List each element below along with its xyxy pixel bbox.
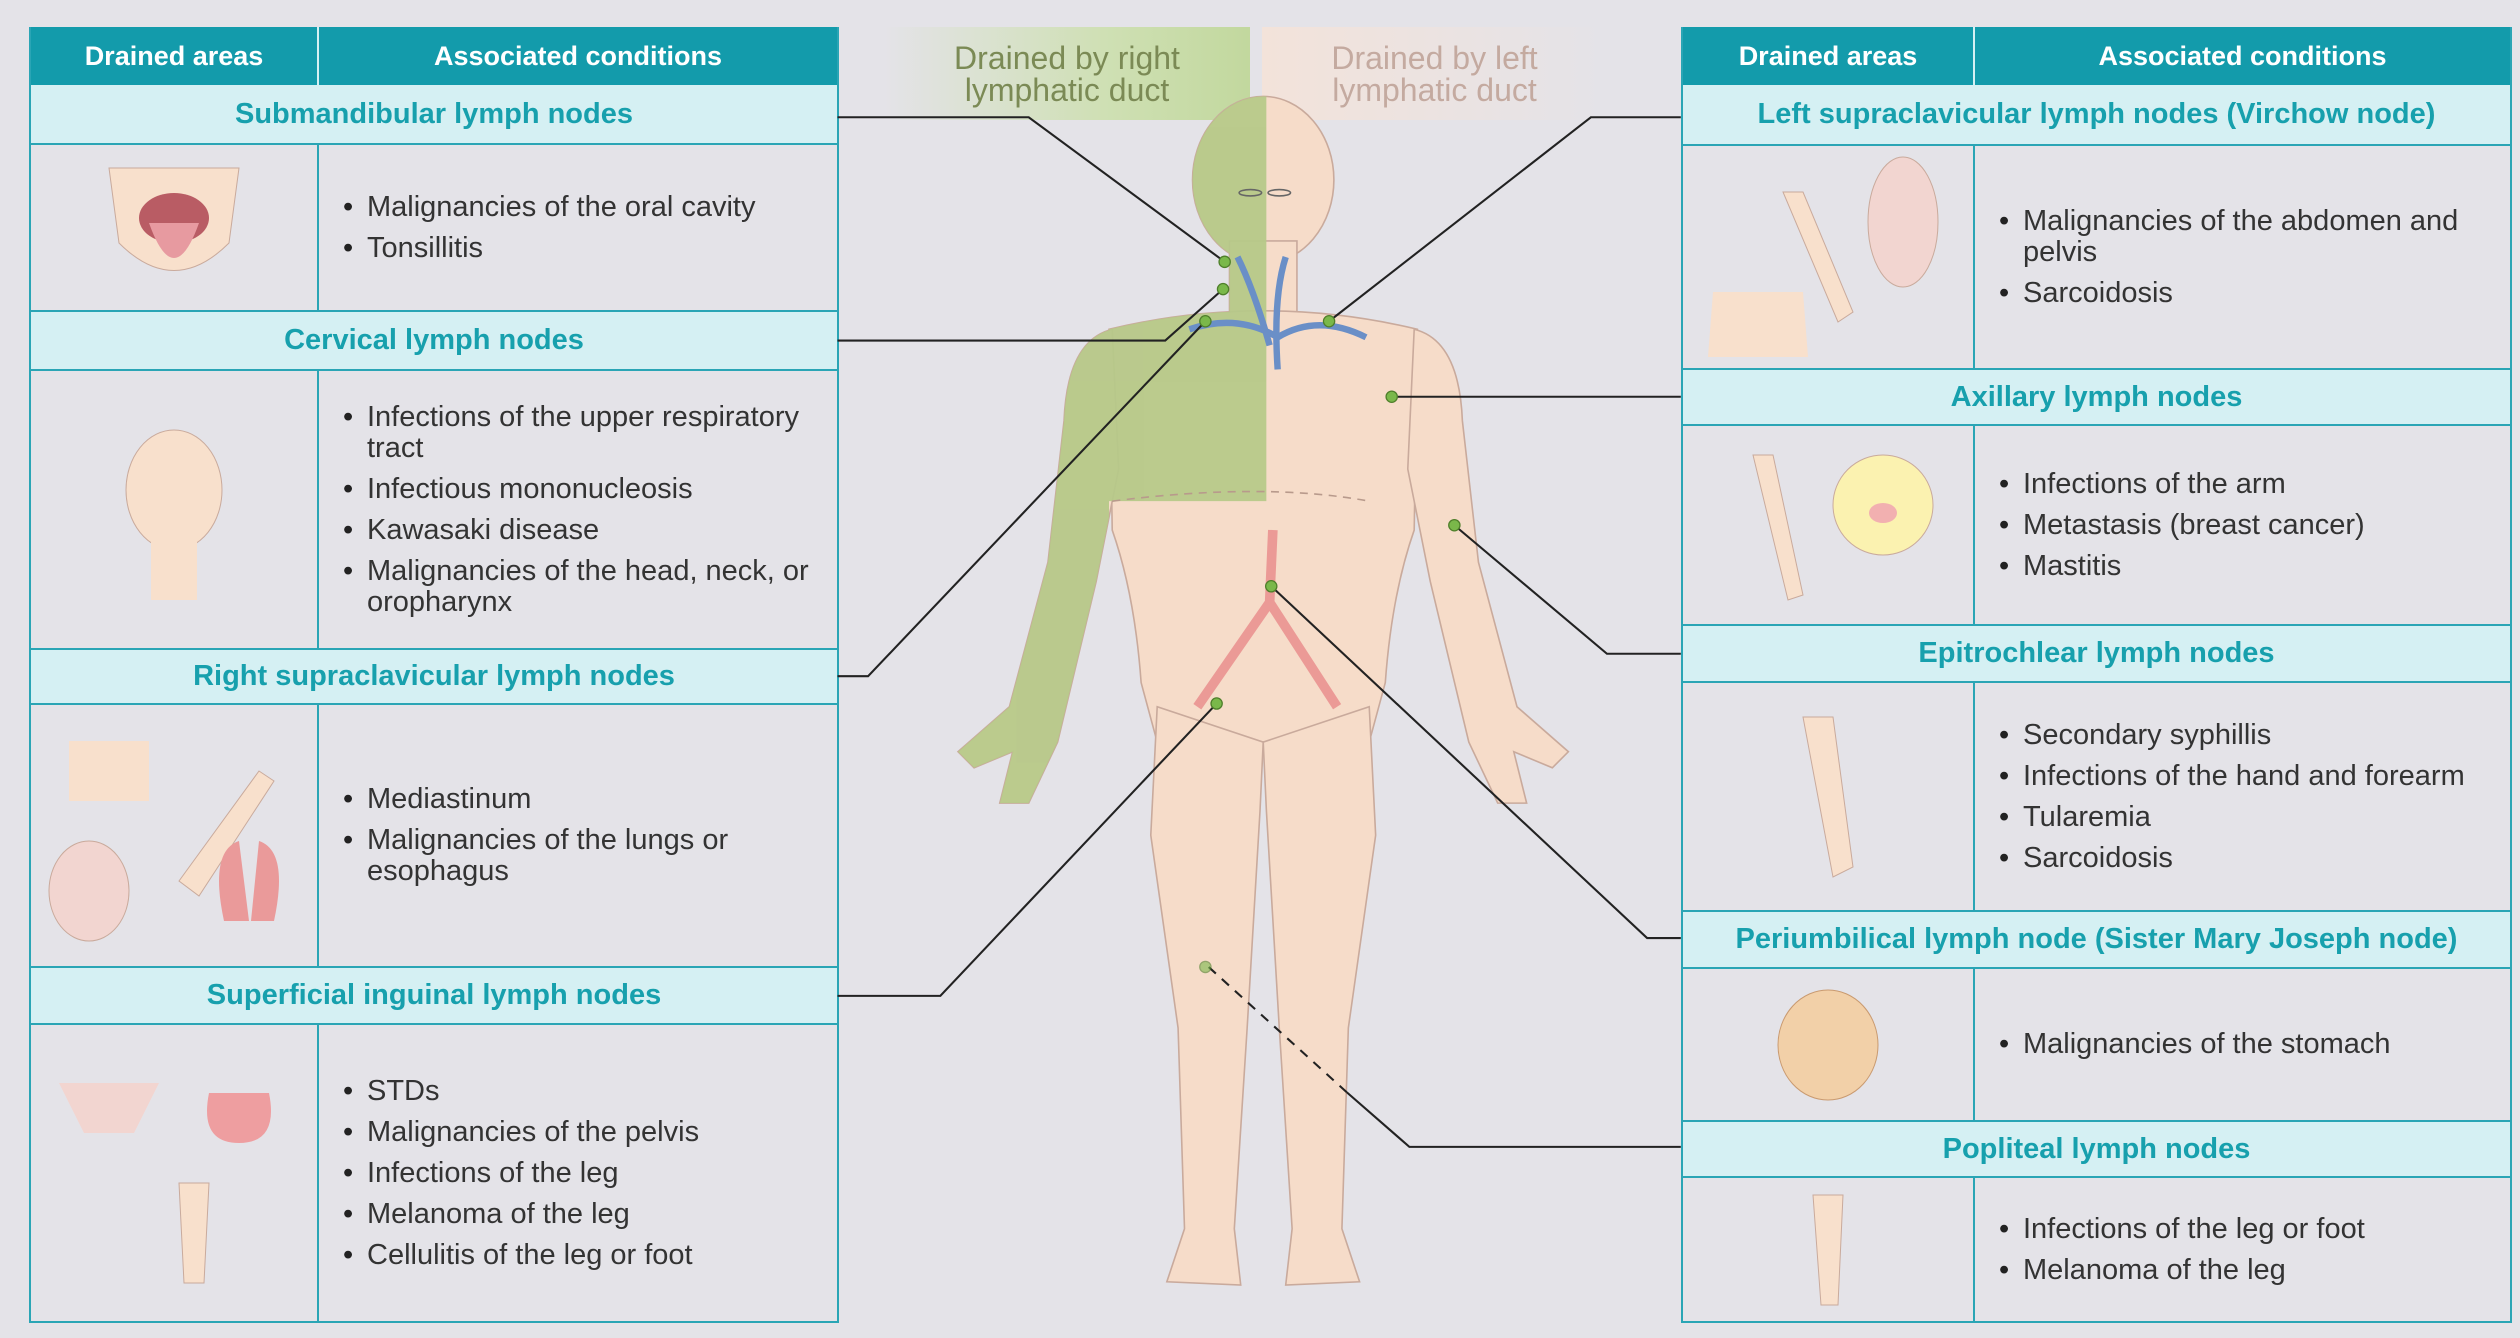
- section-title: Periumbilical lymph node (Sister Mary Jo…: [1683, 910, 2510, 969]
- conditions-list: Malignancies of the abdomen and pelvisSa…: [1993, 196, 2510, 319]
- cervical-node-marker: [1216, 282, 1230, 296]
- conditions-cell: Infections of the armMetastasis (breast …: [1975, 426, 2510, 624]
- conditions-list: Infections of the leg or footMelanoma of…: [1993, 1204, 2365, 1296]
- condition-item: Secondary syphillis: [1993, 719, 2465, 751]
- conditions-list: Infections of the armMetastasis (breast …: [1993, 459, 2365, 592]
- connector-lines: [837, 116, 1681, 1148]
- arm-breast-illustration: [1683, 426, 1975, 624]
- lungs-arm-illustration: [31, 705, 319, 966]
- conditions-list: Malignancies of the stomach: [1993, 1019, 2391, 1070]
- conditions-list: Infections of the upper respiratory trac…: [337, 392, 837, 628]
- condition-item: Malignancies of the oral cavity: [337, 191, 755, 223]
- submandibular-node-marker: [1218, 255, 1231, 269]
- column-header-drained-areas: Drained areas: [1683, 27, 1975, 85]
- condition-item: Melanoma of the leg: [1993, 1254, 2365, 1286]
- body-figure: [957, 95, 1570, 1286]
- column-header-associated-conditions: Associated conditions: [433, 40, 723, 71]
- table-row: Secondary syphillisInfections of the han…: [1683, 683, 2510, 910]
- condition-item: Melanoma of the leg: [337, 1198, 699, 1230]
- forearm-hand-illustration: [1683, 683, 1975, 910]
- conditions-list: STDsMalignancies of the pelvisInfections…: [337, 1066, 699, 1281]
- condition-item: Infections of the arm: [1993, 468, 2365, 500]
- section-title: Submandibular lymph nodes: [31, 85, 837, 145]
- axillary-node-marker: [1385, 390, 1398, 404]
- table-row: STDsMalignancies of the pelvisInfections…: [31, 1025, 837, 1321]
- right-supraclavicular-node-marker: [1199, 314, 1212, 328]
- condition-item: Malignancies of the pelvis: [337, 1116, 699, 1148]
- conditions-cell: Malignancies of the abdomen and pelvisSa…: [1975, 146, 2510, 368]
- condition-item: Malignancies of the stomach: [1993, 1029, 2391, 1061]
- thoracic-duct-vessels: [1188, 255, 1368, 370]
- conditions-cell: Secondary syphillisInfections of the han…: [1975, 683, 2510, 910]
- column-header-associated-conditions: Associated conditions: [2098, 40, 2387, 71]
- conditions-list: MediastinumMalignancies of the lungs or …: [337, 774, 837, 897]
- table-row: Infections of the upper respiratory trac…: [31, 371, 837, 648]
- section-title: Superficial inguinal lymph nodes: [31, 966, 837, 1025]
- condition-item: Malignancies of the lungs or esophagus: [337, 825, 837, 887]
- condition-item: Kawasaki disease: [337, 514, 837, 546]
- table-header: Drained areas Associated conditions: [31, 27, 837, 85]
- condition-item: Tonsillitis: [337, 232, 755, 264]
- table-row: Infections of the armMetastasis (breast …: [1683, 426, 2510, 624]
- condition-item: Infections of the leg: [337, 1157, 699, 1189]
- condition-item: Sarcoidosis: [1993, 277, 2510, 309]
- condition-item: Infections of the upper respiratory trac…: [337, 401, 837, 464]
- table-row: Malignancies of the oral cavityTonsillit…: [31, 145, 837, 310]
- lower-leg-illustration: [1683, 1178, 1975, 1321]
- condition-item: Tularemia: [1993, 801, 2465, 833]
- table-row: MediastinumMalignancies of the lungs or …: [31, 705, 837, 966]
- table-row: Malignancies of the stomach: [1683, 969, 2510, 1120]
- conditions-cell: MediastinumMalignancies of the lungs or …: [319, 705, 837, 966]
- section-title: Cervical lymph nodes: [31, 310, 837, 371]
- condition-item: Malignancies of the abdomen and pelvis: [1993, 205, 2510, 268]
- section-title: Right supraclavicular lymph nodes: [31, 648, 837, 705]
- table-row: Infections of the leg or footMelanoma of…: [1683, 1178, 2510, 1321]
- open-mouth-illustration: [31, 145, 319, 310]
- condition-item: Infections of the leg or foot: [1993, 1213, 2365, 1245]
- epitrochlear-node-marker: [1448, 518, 1461, 532]
- conditions-cell: Infections of the leg or footMelanoma of…: [1975, 1178, 2510, 1321]
- right-lymphatic-duct-legend: Drained by right lymphatic duct: [884, 27, 1250, 120]
- table-header: Drained areas Associated conditions: [1683, 27, 2510, 85]
- conditions-cell: Malignancies of the oral cavityTonsillit…: [319, 145, 837, 310]
- conditions-cell: STDsMalignancies of the pelvisInfections…: [319, 1025, 837, 1321]
- condition-item: Infectious mononucleosis: [337, 473, 837, 505]
- condition-item: Cellulitis of the leg or foot: [337, 1239, 699, 1271]
- condition-item: Mastitis: [1993, 550, 2365, 582]
- condition-item: Sarcoidosis: [1993, 842, 2465, 874]
- conditions-cell: Infections of the upper respiratory trac…: [319, 371, 837, 648]
- inguinal-node-marker: [1210, 697, 1223, 710]
- periumbilical-node-marker: [1264, 580, 1278, 593]
- conditions-cell: Malignancies of the stomach: [1975, 969, 2510, 1120]
- section-title: Epitrochlear lymph nodes: [1683, 624, 2510, 683]
- condition-item: Infections of the hand and forearm: [1993, 760, 2465, 792]
- pelvis-leg-illustration: [31, 1025, 319, 1321]
- section-title: Axillary lymph nodes: [1683, 368, 2510, 426]
- conditions-list: Secondary syphillisInfections of the han…: [1993, 710, 2465, 884]
- left-duct-label: Drained by left lymphatic duct: [1331, 39, 1538, 108]
- femoral-vessels: [1193, 529, 1342, 710]
- head-illustration: [31, 371, 319, 648]
- right-duct-label: Drained by right lymphatic duct: [954, 39, 1180, 108]
- condition-item: Malignancies of the head, neck, or oroph…: [337, 555, 837, 618]
- section-title: Left supraclavicular lymph nodes (Vircho…: [1683, 85, 2510, 146]
- column-header-drained-areas: Drained areas: [31, 27, 319, 85]
- condition-item: Metastasis (breast cancer): [1993, 509, 2365, 541]
- intestines-illustration: [1683, 969, 1975, 1120]
- table-row: Malignancies of the abdomen and pelvisSa…: [1683, 146, 2510, 368]
- abdomen-arm-ribcage-illustration: [1683, 146, 1975, 368]
- left-lymph-node-table: Drained areas Associated conditions Subm…: [29, 27, 839, 1323]
- condition-item: STDs: [337, 1075, 699, 1107]
- condition-item: Mediastinum: [337, 784, 837, 816]
- right-lymph-node-table: Drained areas Associated conditions Left…: [1681, 27, 2512, 1323]
- left-lymphatic-duct-legend: Drained by left lymphatic duct: [1262, 27, 1607, 120]
- conditions-list: Malignancies of the oral cavityTonsillit…: [337, 182, 755, 274]
- section-title: Popliteal lymph nodes: [1683, 1120, 2510, 1178]
- popliteal-node-marker: [1199, 960, 1212, 974]
- left-supraclavicular-node-marker: [1322, 314, 1336, 328]
